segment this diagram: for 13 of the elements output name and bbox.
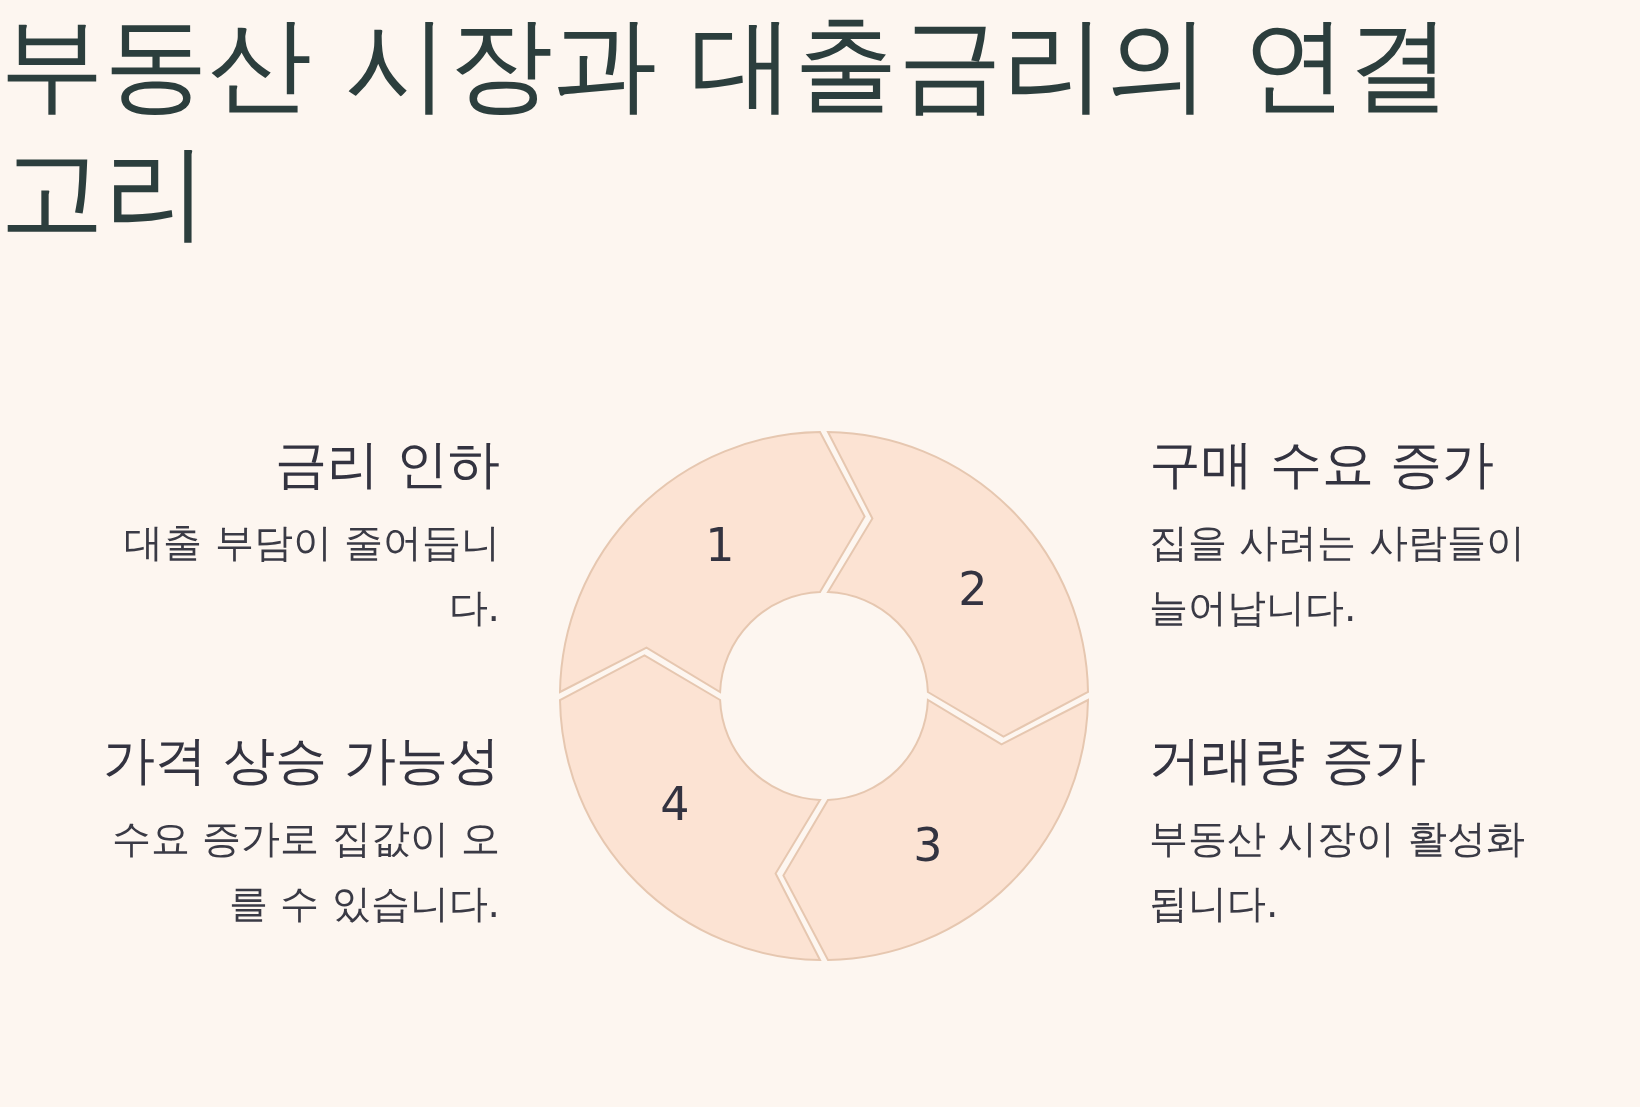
step-description: 수요 증가로 집값이 오를 수 있습니다. [110,815,500,928]
step-heading: 가격 상승 가능성 [101,729,500,792]
step-number: 2 [958,566,988,612]
step-number: 1 [705,522,735,568]
step-description: 부동산 시장이 활성화됩니다. [1149,815,1526,928]
step-heading: 금리 인하 [274,433,500,496]
step-description: 대출 부담이 줄어듭니다. [123,519,500,632]
step-description: 집을 사려는 사람들이 늘어납니다. [1149,519,1526,632]
step-number: 3 [913,822,943,868]
step-heading: 구매 수요 증가 [1149,433,1496,496]
step-heading: 거래량 증가 [1149,729,1427,792]
title: 부동산 시장과 대출금리의 연결고리 [0,2,1453,255]
step-number: 4 [660,781,690,827]
